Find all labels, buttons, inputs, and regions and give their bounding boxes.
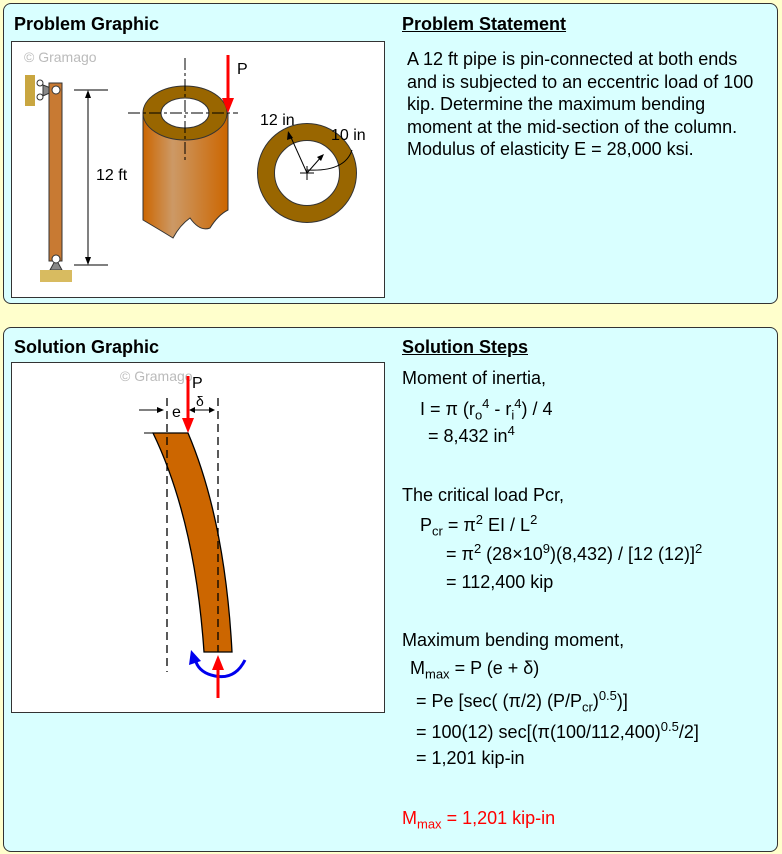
text-segment: P [420,515,433,535]
text-segment: I = π (r [420,399,475,419]
solution-diagram: © Gramago e δ P [120,368,247,698]
problem-graphic: © Gramago 12 ft P 12 in 10 in [11,41,385,298]
text-segment: 4 [507,423,515,438]
text-segment: max [425,666,450,682]
pipe-section [257,123,357,223]
text-segment: /2] [678,722,699,742]
pipe [142,112,229,239]
text-segment: ) [592,691,599,711]
eccentricity-label: e [172,404,181,421]
solution-line: = Pe [sec( (π/2) (P/Pcr)0.5)] [416,688,628,715]
text-segment: 2 [475,512,484,527]
problem-statement-title: Problem Statement [402,14,567,34]
text-segment: = Pe [sec( (π/2) (P/P [416,691,582,711]
watermark: © Gramago [24,49,97,65]
solution-line: The critical load Pcr, [402,485,564,506]
text-segment: 4 [514,396,522,411]
wall-support [25,75,35,106]
text-segment: = 100(12) sec[(π(100/112,400) [416,722,661,742]
watermark: © Gramago [120,368,193,384]
text-segment: = π [442,515,476,535]
text-segment: max [417,816,442,832]
solution-line: = 112,400 kip [446,572,553,593]
solution-line: = π2 (28×109)(8,432) / [12 (12)]2 [446,541,702,565]
outer-radius-label: 12 in [260,112,295,129]
solution-line: Mmax = P (e + δ) [410,658,539,682]
problem-graphic-title: Problem Graphic [14,14,160,34]
solution-line: Pcr = π2 EI / L2 [420,512,537,539]
inner-radius-label: 10 in [331,127,366,144]
moment-arrow [194,659,247,679]
deflection-label: δ [196,393,204,409]
text-segment: cr [581,699,593,715]
solution-line: I = π (ro4 - ri4) / 4 [420,396,553,423]
text-segment: 9 [542,541,550,556]
text-segment: 4 [482,396,490,411]
solution-line: = 1,201 kip-in [416,748,525,769]
text-segment: ) / 4 [521,399,553,419]
text-segment: (28×10 [481,544,543,564]
text-segment: - r [489,399,512,419]
text-segment: = 8,432 in [428,426,508,446]
text-segment: 2 [473,541,482,556]
text-segment: Maximum bending moment, [402,630,625,650]
ground-support [40,270,72,282]
load-label: P [237,61,248,78]
text-segment: )] [616,691,628,711]
solution-line: Maximum bending moment, [402,630,624,651]
solution-graphic-title: Solution Graphic [14,337,160,357]
text-segment: 0.5 [598,688,617,703]
solution-line: = 100(12) sec[(π(100/112,400)0.5/2] [416,719,699,743]
text-segment: M [410,658,425,678]
text-segment: Moment of inertia, [402,368,547,388]
final-answer: Mmax = 1,201 kip-in [402,808,555,832]
text-segment: )(8,432) / [12 (12)] [549,544,696,564]
text-segment: = 112,400 kip [446,572,554,592]
load-label: P [192,375,203,392]
deflected-column [151,432,233,653]
text-segment: = P (e + δ) [449,658,540,678]
text-segment: 2 [530,512,538,527]
column [48,82,63,262]
text-segment: EI / L [483,515,531,535]
text-segment: M [402,808,417,828]
text-segment: o [474,407,483,423]
text-segment: 0.5 [660,719,679,734]
text-segment: cr [432,523,443,539]
text-segment: The critical load Pcr, [402,485,565,505]
length-label: 12 ft [96,167,128,184]
text-segment: 2 [695,541,703,556]
solution-line: Moment of inertia, [402,368,546,389]
text-segment: = π [446,544,474,564]
text-segment: = 1,201 kip-in [416,748,525,768]
problem-diagram: © Gramago 12 ft P 12 in 10 in [24,49,366,282]
solution-graphic: © Gramago e δ P [11,362,385,713]
solution-line: = 8,432 in4 [428,423,515,447]
solution-steps-title: Solution Steps [402,337,528,357]
text-segment: i [511,407,515,423]
text-segment: = 1,201 kip-in [441,808,556,828]
problem-statement: A 12 ft pipe is pin-connected at both en… [407,49,754,159]
